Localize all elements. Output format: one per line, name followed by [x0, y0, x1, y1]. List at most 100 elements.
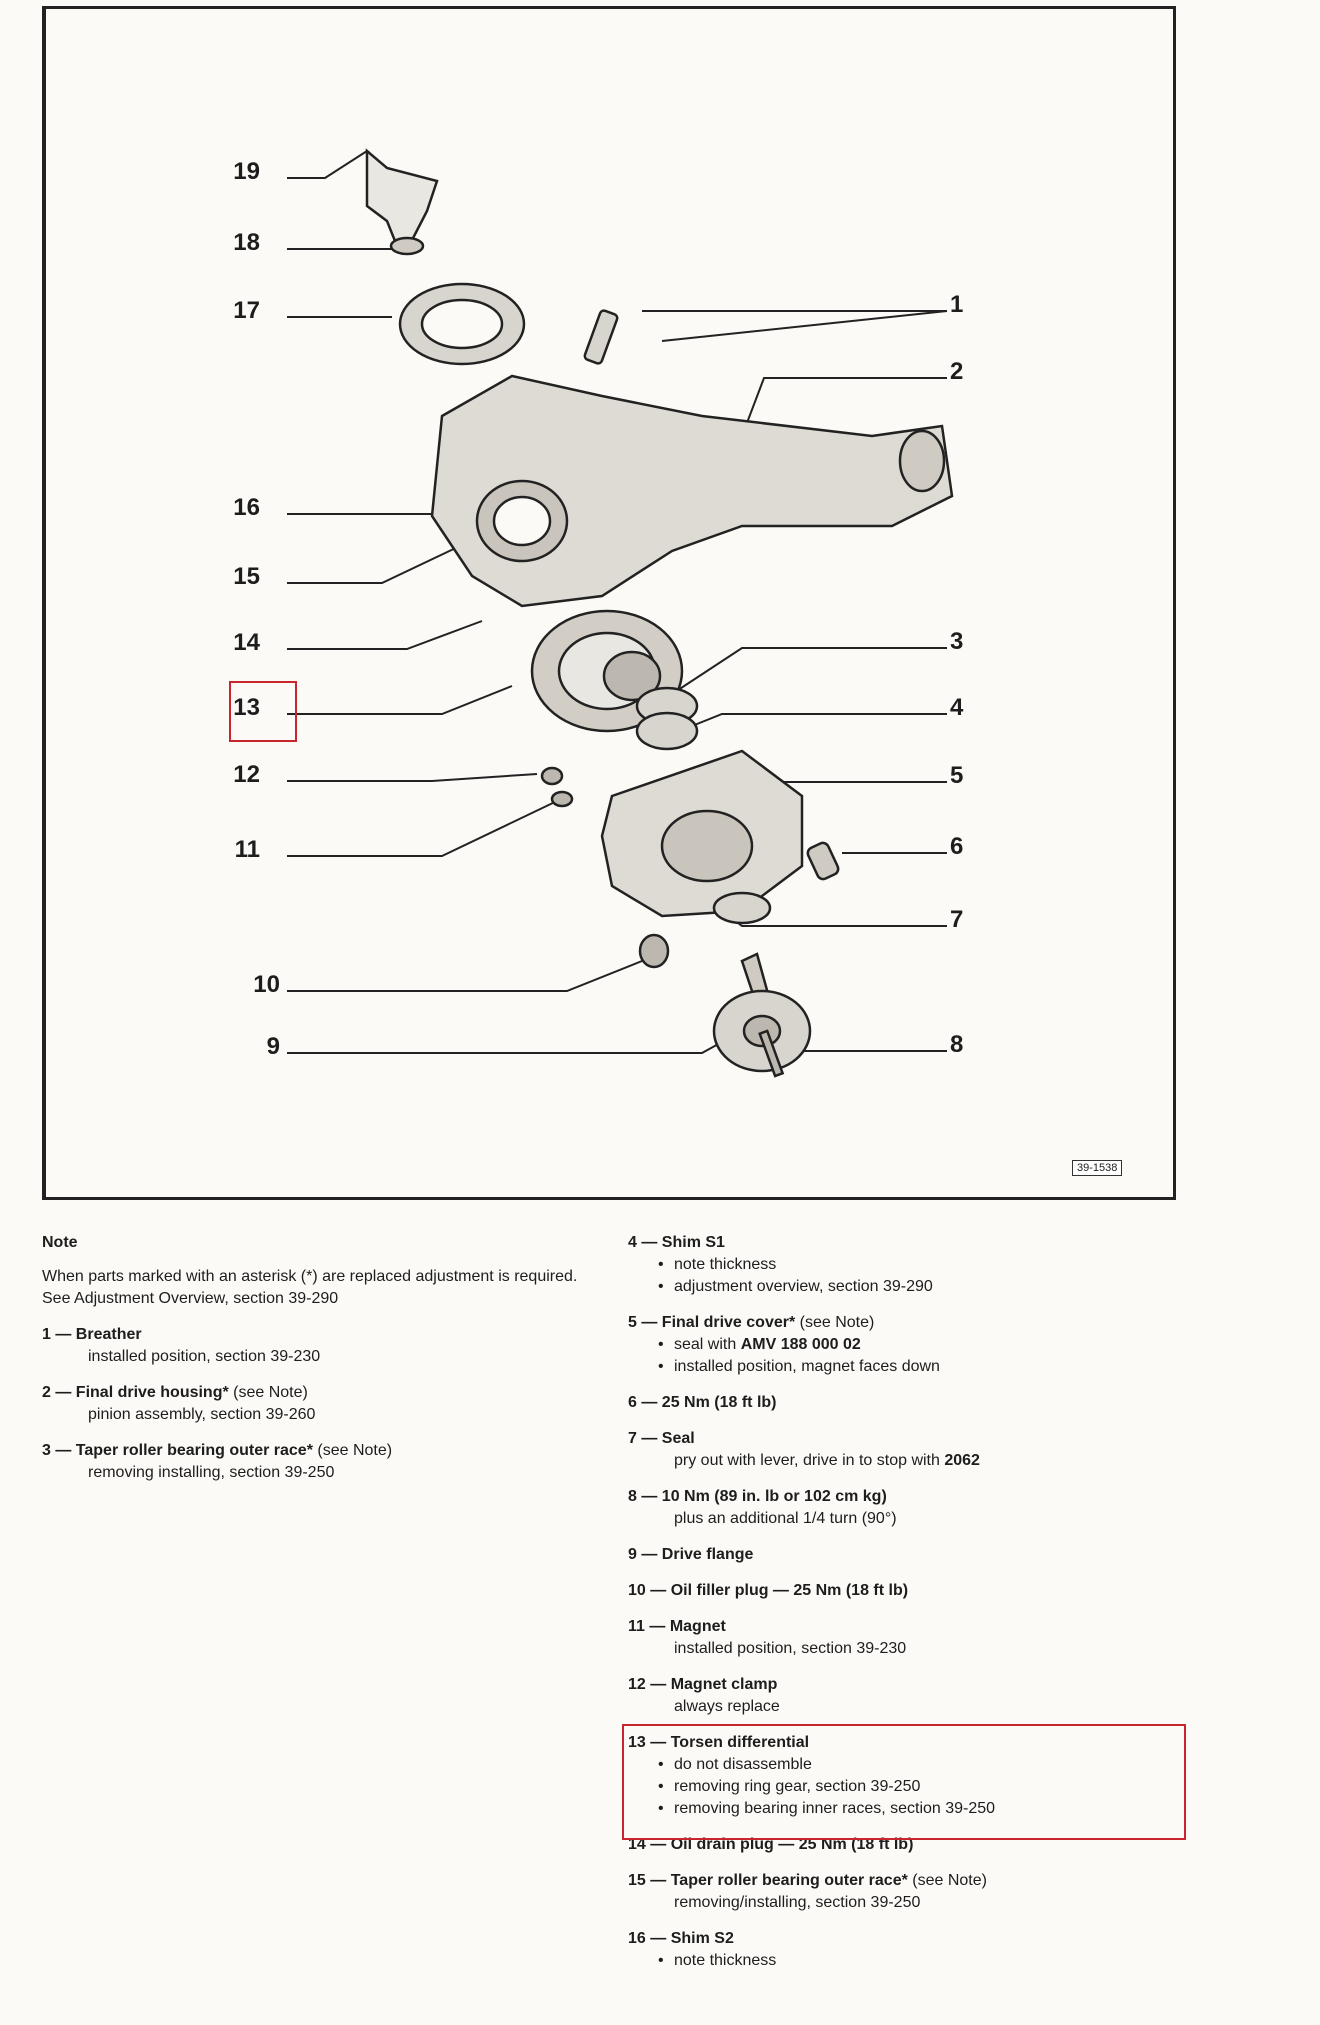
item-title: Taper roller bearing outer race*	[670, 1872, 908, 1889]
item-title: Torsen differential	[670, 1734, 810, 1751]
item-title: Breather	[75, 1326, 142, 1343]
parts-list-item: 3 — Taper roller bearing outer race* (se…	[42, 1440, 602, 1484]
item-number: 8 —	[628, 1488, 658, 1505]
parts-list-item: 14 — Oil drain plug — 25 Nm (18 ft lb)	[628, 1834, 1188, 1856]
item-title: Taper roller bearing outer race*	[75, 1442, 313, 1459]
leader-10	[287, 960, 643, 992]
leader-1b	[661, 310, 948, 342]
item-note-ref: (see Note)	[312, 1442, 393, 1459]
detail-text: pry out with lever, drive in to stop wit…	[674, 1452, 945, 1469]
callout-4: 4	[950, 694, 964, 721]
item-title: Shim S2	[670, 1930, 734, 1947]
left-column: Note When parts marked with an asterisk …	[42, 1232, 602, 1498]
item-title: 10 Nm (89 in. lb or 102 cm kg)	[661, 1488, 887, 1505]
item-number: 2 —	[42, 1384, 72, 1401]
item-bullet: removing ring gear, section 39-250	[628, 1776, 1188, 1798]
item-number: 11 —	[628, 1618, 666, 1635]
item-title: Oil drain plug — 25 Nm (18 ft lb)	[670, 1836, 914, 1853]
item-title: Final drive cover*	[661, 1314, 796, 1331]
item-bullet: adjustment overview, section 39-290	[628, 1276, 1188, 1298]
callout-3: 3	[950, 628, 964, 655]
parts-list-item: 6 — 25 Nm (18 ft lb)	[628, 1392, 1188, 1414]
parts-list-item: 1 — Breather installed position, section…	[42, 1324, 602, 1368]
leader-13	[287, 685, 513, 715]
callout-11: 11	[234, 836, 260, 863]
exploded-view-figure	[42, 6, 1176, 1200]
item-note-ref: (see Note)	[795, 1314, 875, 1331]
parts-list-item: 11 — Magnet installed position, section …	[628, 1616, 1188, 1660]
parts-list-item: 16 — Shim S2 note thickness	[628, 1928, 1188, 1972]
callout-7: 7	[950, 906, 964, 933]
item-number: 6 —	[628, 1394, 658, 1411]
item-bullet: note thickness	[628, 1254, 1188, 1276]
item-number: 15 —	[628, 1872, 667, 1889]
item-detail: plus an additional 1/4 turn (90°)	[674, 1510, 897, 1527]
leader-11	[287, 800, 558, 857]
item-number: 16 —	[628, 1930, 667, 1947]
callout-10: 10	[253, 971, 280, 998]
callout-18: 18	[233, 229, 260, 256]
right-column: 4 — Shim S1 note thickness adjustment ov…	[622, 1232, 1188, 1986]
item-number: 10 —	[628, 1582, 667, 1599]
item-detail: installed position, section 39-230	[88, 1348, 321, 1365]
figure-reference-code: 39-1538	[1072, 1160, 1123, 1176]
bullet-text: seal with	[674, 1336, 741, 1353]
parts-list-item: 12 — Magnet clamp always replace	[628, 1674, 1188, 1718]
item-title: Seal	[661, 1430, 695, 1447]
leader-14	[287, 620, 483, 650]
leader-4	[671, 713, 947, 735]
note-title: Note	[42, 1234, 78, 1251]
breather-cap-shape	[365, 148, 439, 248]
parts-list-item: 2 — Final drive housing* (see Note) pini…	[42, 1382, 602, 1426]
callout-17: 17	[233, 297, 260, 324]
item-title: Oil filler plug — 25 Nm (18 ft lb)	[670, 1582, 909, 1599]
parts-list-item: 4 — Shim S1 note thickness adjustment ov…	[628, 1232, 1188, 1298]
item-number: 9 —	[628, 1546, 658, 1563]
item-detail: removing installing, section 39-250	[88, 1464, 335, 1481]
callout-1: 1	[950, 291, 964, 318]
item-number: 4 —	[628, 1234, 658, 1251]
item-bullet: installed position, magnet faces down	[628, 1356, 1188, 1378]
item-bullet: removing bearing inner races, section 39…	[628, 1798, 1188, 1820]
parts-list-item: 5 — Final drive cover* (see Note) seal w…	[628, 1312, 1188, 1378]
parts-list-item: 7 — Seal pry out with lever, drive in to…	[628, 1428, 1188, 1472]
item-note-ref: (see Note)	[907, 1872, 987, 1889]
callout-19: 19	[233, 158, 260, 185]
item-number: 12 —	[628, 1676, 667, 1693]
callout-8: 8	[950, 1031, 964, 1058]
item-number: 3 —	[42, 1442, 72, 1459]
callout-5: 5	[950, 762, 964, 789]
item-detail: pinion assembly, section 39-260	[88, 1406, 316, 1423]
final-drive-exploded-drawing	[287, 148, 954, 1078]
note-text: When parts marked with an asterisk (*) a…	[42, 1268, 578, 1307]
item-title: Magnet clamp	[670, 1676, 778, 1693]
item-number: 14 —	[628, 1836, 667, 1853]
callout-14: 14	[233, 629, 260, 656]
parts-list-item: 8 — 10 Nm (89 in. lb or 102 cm kg) plus …	[628, 1486, 1188, 1530]
callout-16: 16	[233, 494, 260, 521]
item-detail: always replace	[674, 1698, 780, 1715]
item-title: Final drive housing*	[75, 1384, 229, 1401]
item-number: 13 —	[628, 1734, 667, 1751]
item-bullet: do not disassemble	[628, 1754, 1188, 1776]
parts-list-item: 15 — Taper roller bearing outer race* (s…	[628, 1870, 1188, 1914]
leader-19	[287, 150, 368, 179]
callout-12: 12	[233, 761, 260, 788]
item-number: 1 —	[42, 1326, 72, 1343]
leader-12	[287, 773, 538, 782]
callout-9: 9	[266, 1033, 280, 1060]
item-detail: installed position, section 39-230	[674, 1640, 907, 1657]
leader-3	[671, 647, 947, 695]
callout-15: 15	[233, 563, 260, 590]
item-note-ref: (see Note)	[228, 1384, 308, 1401]
parts-list-item-highlighted: 13 — Torsen differential do not disassem…	[622, 1724, 1188, 1840]
item-13-highlight	[622, 1724, 1186, 1840]
callout-13: 13	[233, 694, 260, 721]
part-number: AMV 188 000 02	[740, 1336, 861, 1353]
item-title: Shim S1	[661, 1234, 725, 1251]
tool-number: 2062	[944, 1452, 980, 1469]
item-detail: pry out with lever, drive in to stop wit…	[628, 1450, 1188, 1472]
leader-9	[287, 1030, 743, 1054]
item-title: 25 Nm (18 ft lb)	[661, 1394, 777, 1411]
item-bullet: note thickness	[628, 1950, 1188, 1972]
